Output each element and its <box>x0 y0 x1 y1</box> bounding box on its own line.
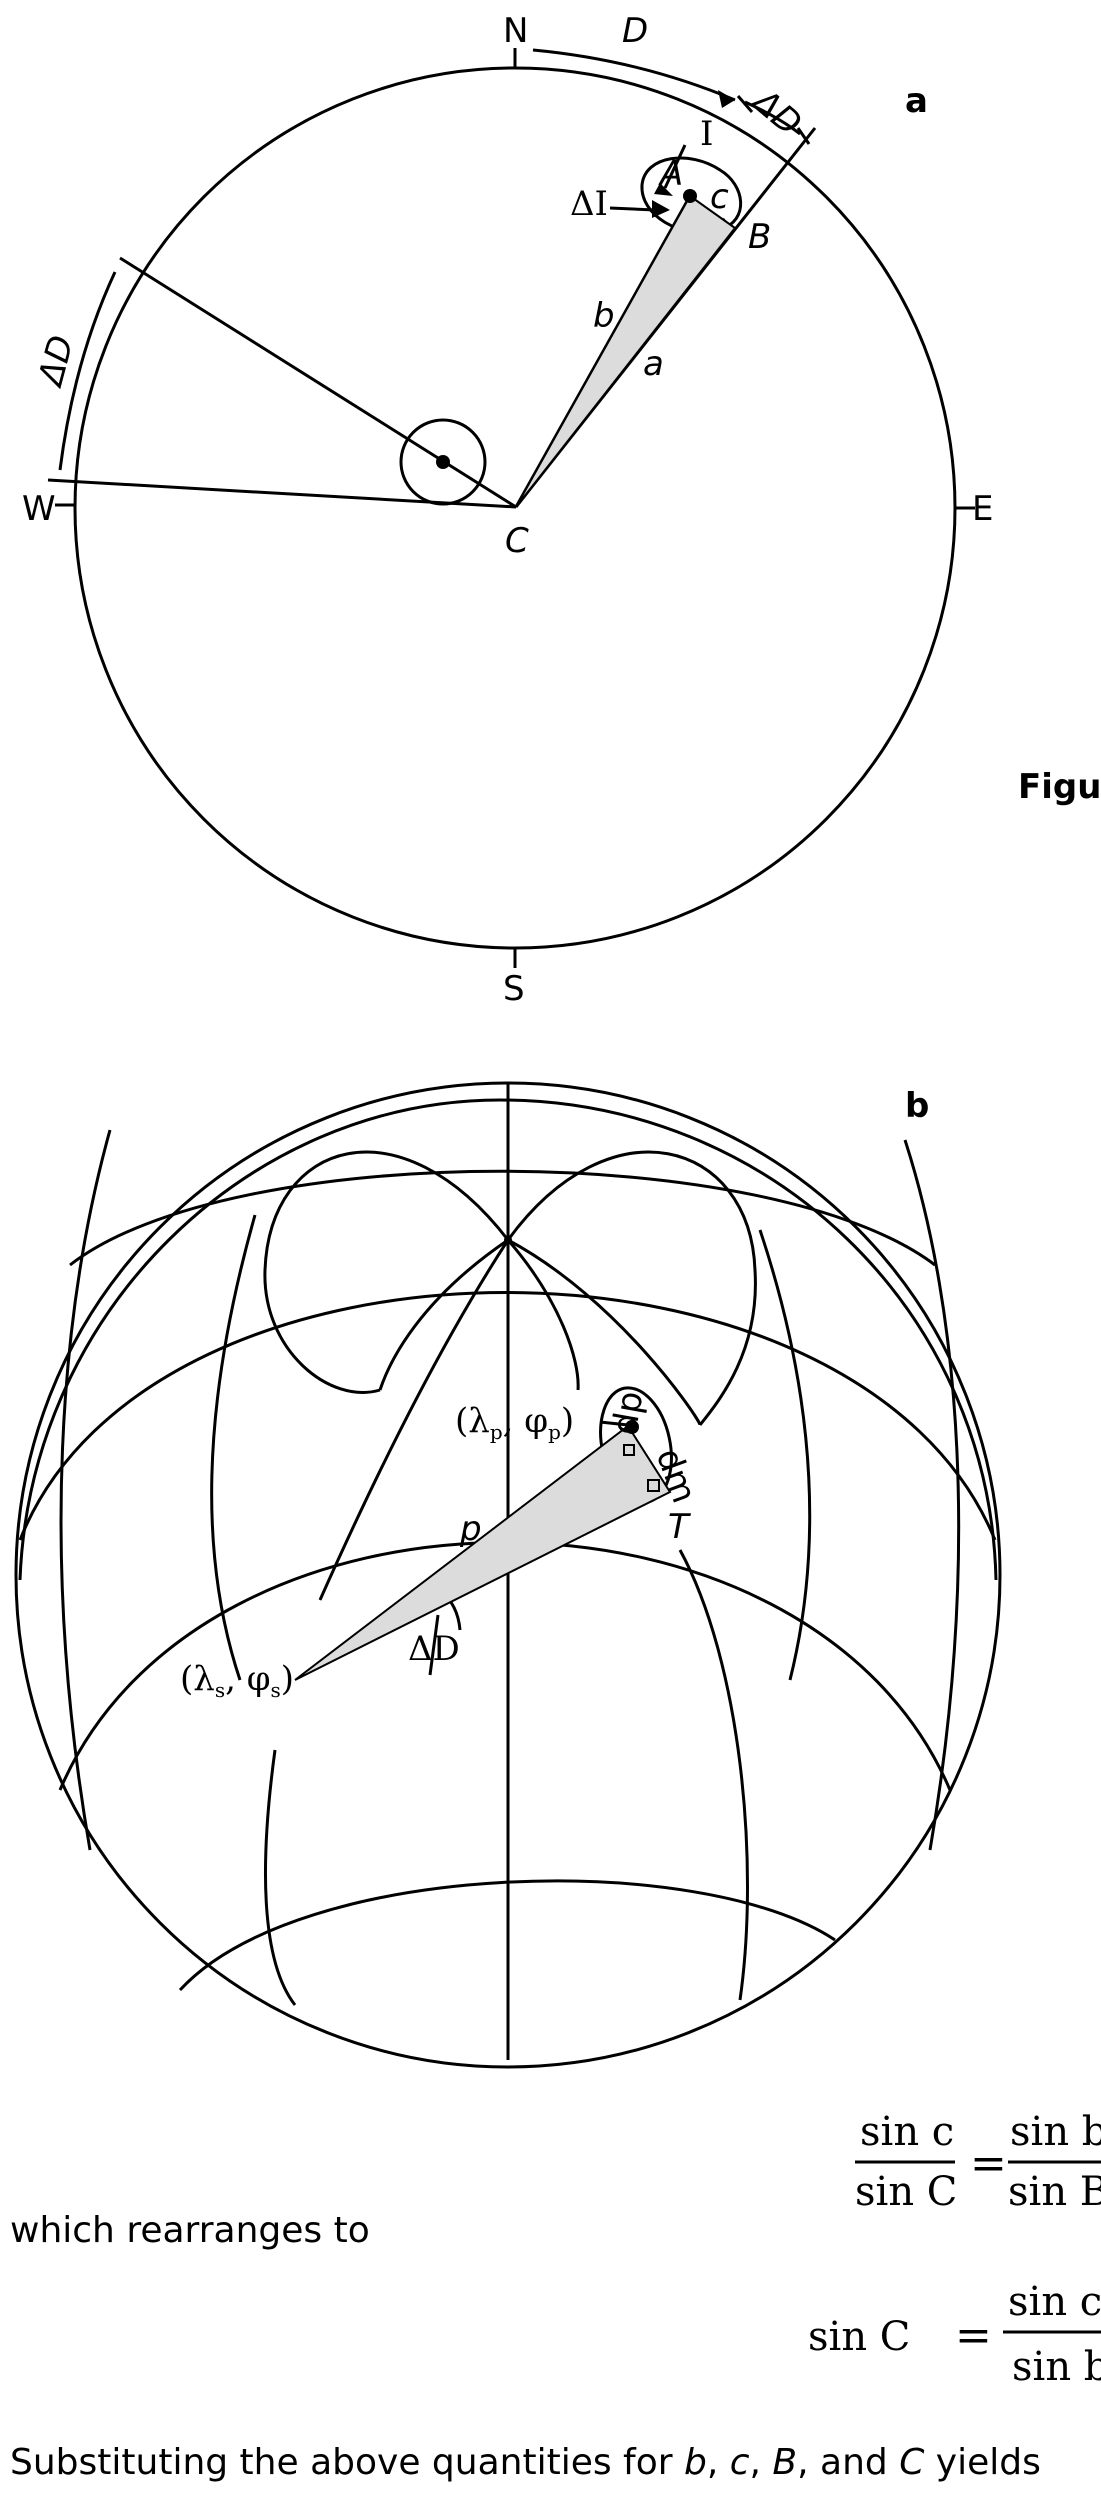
eq2-lhs: sin C <box>808 2314 910 2360</box>
label-I: I <box>700 114 713 154</box>
eq2-equals: = <box>955 2310 992 2361</box>
label-c: c <box>710 177 729 217</box>
label-T: T <box>668 1507 691 1547</box>
meridian-right-outer <box>903 1139 961 1851</box>
arc-delta-D-top <box>744 100 801 136</box>
eq1-rhs-numerator: sin b <box>1010 2109 1101 2155</box>
label-pole: (λp, φp) <box>455 1401 574 1444</box>
eq1-equals: = <box>970 2138 1007 2189</box>
eq2-rhs-numerator: sin c sin <box>1008 2279 1101 2325</box>
label-site: (λs, φs) <box>180 1659 294 1702</box>
point-site <box>436 455 450 469</box>
meridian-left-low <box>263 1749 297 2006</box>
label-dp: dp <box>605 1388 652 1437</box>
shaded-cone-b <box>294 1424 672 1681</box>
label-C: C <box>505 521 529 561</box>
text-substituting: Substituting the above quantities for b,… <box>10 2442 1041 2483</box>
shaded-wedge-a <box>515 194 737 508</box>
label-delta-I: ΔI <box>570 184 608 224</box>
meridian-2 <box>506 1239 580 1391</box>
latitude-1 <box>69 1169 936 1267</box>
label-west: W <box>22 489 56 529</box>
latitude-2 <box>18 1291 997 1541</box>
panel-label-a: a <box>905 81 928 121</box>
label-delta-D-b: ΔD <box>408 1629 460 1669</box>
label-south: S <box>503 969 525 1009</box>
point-A <box>683 189 697 203</box>
small-circle-left <box>399 418 487 506</box>
latitude-4 <box>178 1879 836 1992</box>
figure-side-text: Figu <box>1018 767 1101 807</box>
meridian-4 <box>507 1238 702 1426</box>
figure-b: b (λp, φp) dp dm p T ΔD (λs, φs) <box>14 1081 1002 2069</box>
arc-D <box>532 48 736 102</box>
meridian-right-low <box>678 1549 749 2001</box>
north-pole-point <box>504 1236 512 1244</box>
panel-label-b: b <box>905 1086 929 1126</box>
polar-loop-left <box>263 1150 510 1394</box>
text-rearranges: which rearranges to <box>10 2210 370 2251</box>
eq1-lhs-numerator: sin c <box>860 2109 954 2155</box>
label-a: a <box>643 344 664 384</box>
equation-2: sin C = sin c sin sin b <box>808 2279 1101 2390</box>
arc-delta-D-left <box>58 271 117 471</box>
eq2-rhs-denominator: sin b <box>1012 2344 1101 2390</box>
meridian-left-outer <box>59 1129 112 1851</box>
meridian-3 <box>378 1238 509 1391</box>
line-c-to-nw <box>119 256 517 509</box>
meridian-1 <box>318 1239 510 1601</box>
ellipse-around-A <box>640 156 743 234</box>
label-B: B <box>748 217 771 257</box>
label-A: A <box>658 154 683 194</box>
figure-a: a N S E W D ΔD ΔD I ΔI A c B b a C Figu <box>22 11 1101 1009</box>
eq1-lhs-denominator: sin C <box>855 2169 957 2215</box>
label-D: D <box>622 11 648 51</box>
label-east: E <box>972 489 993 529</box>
meridian-right-mid <box>758 1229 812 1681</box>
equation-1: sin c sin C = sin b sin B <box>855 2109 1101 2215</box>
label-north: N <box>503 11 528 51</box>
label-p: p <box>459 1509 482 1549</box>
label-delta-D-left: ΔD <box>30 331 82 392</box>
eq1-rhs-denominator: sin B <box>1008 2169 1101 2215</box>
pole-dot <box>625 1420 639 1434</box>
label-b: b <box>593 296 615 336</box>
meridian-left-mid <box>210 1214 257 1681</box>
polar-loop-right <box>506 1150 757 1426</box>
